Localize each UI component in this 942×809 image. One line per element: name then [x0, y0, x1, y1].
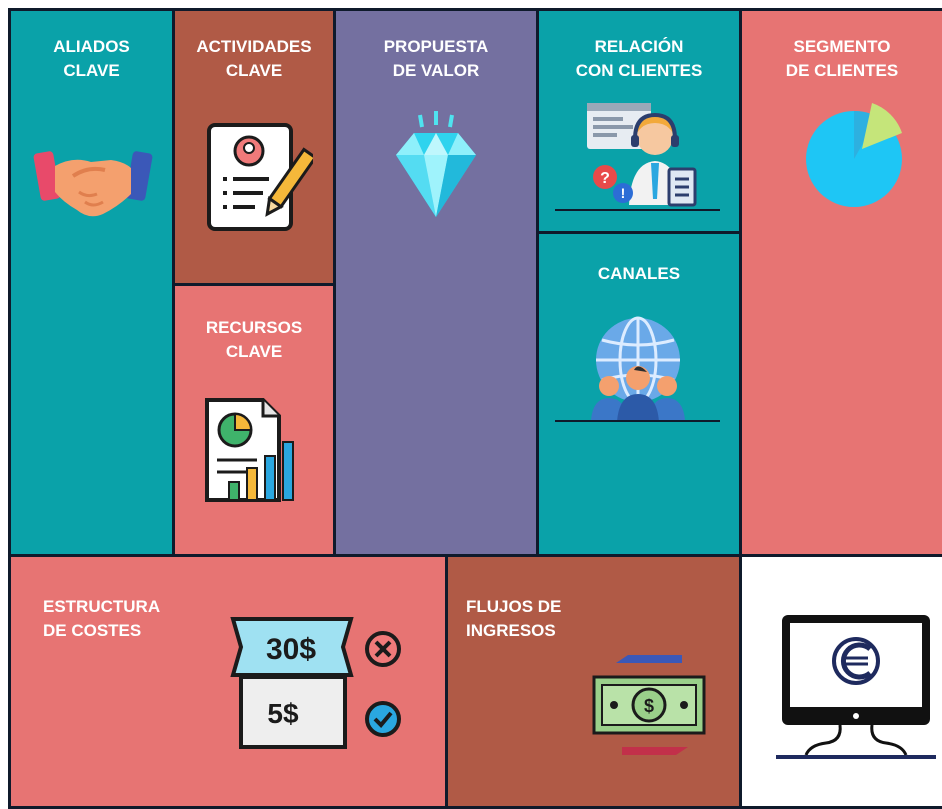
currency-symbol: $ — [644, 696, 654, 716]
block-title: ESTRUCTURA DE COSTES — [43, 597, 161, 640]
block-title: ALIADOS CLAVE — [53, 37, 130, 80]
price-low-label: 5$ — [267, 698, 299, 729]
divider-line — [555, 420, 720, 422]
block-title: CANALES — [597, 264, 681, 283]
block-actividades-clave: ACTIVIDADES CLAVE — [172, 8, 336, 286]
block-relacion-con-clientes: RELACIÓN CON CLIENTES ? ! — [536, 8, 742, 234]
block-flujos-de-ingresos: FLUJOS DE INGRESOS $ — [445, 554, 742, 809]
svg-text:!: ! — [621, 185, 626, 201]
price-high-label: 30$ — [266, 633, 316, 666]
document-pencil-icon — [207, 123, 313, 231]
price-tag-icon: 30$ 5$ — [230, 617, 401, 749]
block-title: FLUJOS DE INGRESOS — [466, 597, 562, 640]
block-recursos-clave: RECURSOS CLAVE — [172, 283, 336, 557]
block-estructura-de-costes: ESTRUCTURA DE COSTES 30$ 5$ — [8, 554, 448, 809]
block-logo — [739, 554, 942, 809]
divider-line — [555, 209, 720, 211]
monitor-logo-icon — [776, 615, 936, 759]
block-title: RECURSOS CLAVE — [205, 318, 303, 361]
report-chart-icon — [205, 398, 294, 502]
pie-chart-icon — [806, 103, 902, 207]
block-title: RELACIÓN CON CLIENTES — [575, 37, 703, 80]
block-segmento-de-clientes: SEGMENTO DE CLIENTES — [739, 8, 942, 557]
money-exchange-icon: $ — [592, 655, 706, 755]
diamond-icon — [396, 111, 476, 217]
block-title: PROPUESTA DE VALOR — [383, 37, 489, 80]
handshake-icon — [33, 151, 153, 217]
block-propuesta-de-valor: PROPUESTA DE VALOR — [333, 8, 539, 557]
customer-support-icon: ? ! — [587, 103, 697, 207]
block-aliados-clave: ALIADOS CLAVE — [8, 8, 175, 557]
globe-people-icon — [591, 316, 685, 422]
block-title: ACTIVIDADES CLAVE — [196, 37, 312, 80]
svg-text:?: ? — [600, 170, 610, 187]
block-canales: CANALES — [536, 231, 742, 557]
block-title: SEGMENTO DE CLIENTES — [785, 37, 899, 80]
